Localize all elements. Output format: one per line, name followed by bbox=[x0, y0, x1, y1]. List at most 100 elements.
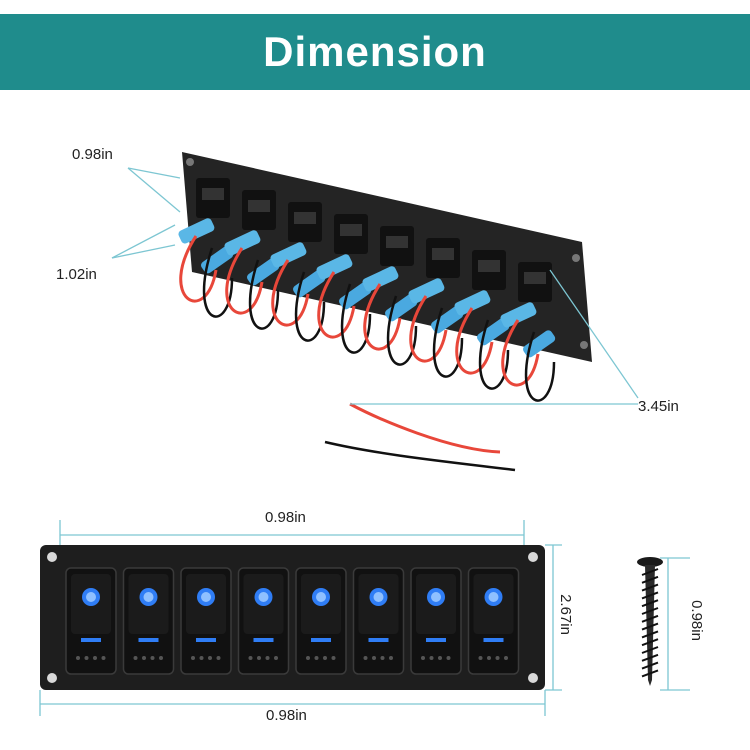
rocker-dot bbox=[478, 656, 483, 660]
blue-connector bbox=[293, 270, 326, 298]
blue-connector bbox=[477, 318, 510, 346]
blue-connector bbox=[247, 258, 280, 286]
rear-switch-row bbox=[178, 178, 556, 358]
rear-switch-terminal bbox=[524, 272, 546, 284]
black-wire bbox=[248, 259, 280, 330]
label-screw-length: 0.98in bbox=[687, 600, 705, 641]
rocker-dot bbox=[101, 656, 106, 660]
blue-connector bbox=[270, 242, 307, 268]
rear-switch-terminal bbox=[432, 248, 454, 260]
blue-connector bbox=[431, 306, 464, 334]
thread-line bbox=[641, 591, 659, 600]
thread-line bbox=[641, 653, 659, 662]
power-light-core bbox=[143, 592, 154, 602]
rocker-dot bbox=[331, 656, 336, 660]
power-light-core bbox=[86, 592, 96, 602]
red-wire bbox=[317, 271, 356, 339]
rear-switch-terminal bbox=[202, 188, 224, 200]
blue-connector bbox=[224, 230, 261, 256]
thread-line bbox=[641, 599, 659, 608]
thread-line bbox=[641, 622, 659, 631]
front-panel-view bbox=[39, 520, 562, 716]
blue-connector bbox=[500, 302, 537, 328]
rocker-dot bbox=[306, 656, 310, 660]
black-wire-lead bbox=[324, 440, 516, 472]
mount-hole bbox=[580, 341, 588, 349]
mount-hole bbox=[528, 552, 538, 562]
label-depth: 3.45in bbox=[638, 398, 679, 415]
mount-hole bbox=[528, 673, 538, 683]
thread-line bbox=[641, 568, 659, 576]
rocker-dot bbox=[363, 656, 368, 660]
screw-head bbox=[637, 557, 663, 567]
blue-connector bbox=[523, 330, 556, 358]
rocker-dot bbox=[159, 656, 163, 660]
blue-connector bbox=[316, 254, 353, 280]
label-top-height: 0.98in bbox=[72, 146, 113, 163]
blue-connector bbox=[362, 266, 399, 292]
rocker-dot bbox=[84, 656, 89, 660]
rocker-dot bbox=[438, 656, 442, 660]
label-fuse-length: 1.02in bbox=[56, 266, 97, 283]
rocker-dot bbox=[389, 656, 393, 660]
blue-connector bbox=[201, 246, 234, 274]
mount-hole bbox=[47, 673, 57, 683]
rocker-dot bbox=[495, 656, 500, 660]
rocker-dot bbox=[257, 656, 261, 660]
thread-line bbox=[641, 669, 659, 678]
indicator-bar bbox=[196, 638, 216, 642]
rocker-dot bbox=[446, 656, 451, 660]
rocker-dot bbox=[76, 656, 80, 660]
indicator-bar bbox=[368, 638, 389, 642]
power-light-core bbox=[316, 592, 326, 602]
mount-hole bbox=[572, 254, 580, 262]
power-light-core bbox=[258, 592, 269, 602]
rear-switch-terminal bbox=[478, 260, 500, 272]
black-wire bbox=[478, 319, 510, 390]
black-wire bbox=[294, 271, 326, 342]
power-light-core bbox=[373, 592, 384, 602]
red-wire bbox=[501, 319, 540, 387]
red-wire bbox=[225, 247, 264, 315]
indicator-bar bbox=[81, 638, 101, 642]
power-light-core bbox=[488, 592, 499, 602]
power-light-core bbox=[431, 592, 441, 602]
black-wire bbox=[432, 307, 464, 378]
indicator-bar bbox=[138, 638, 159, 642]
red-wire bbox=[271, 259, 310, 327]
red-wire bbox=[179, 235, 218, 303]
rocker-dot bbox=[274, 656, 278, 660]
rocker-dot bbox=[429, 656, 434, 660]
label-panel-height: 2.67in bbox=[556, 594, 574, 635]
indicator-bar bbox=[253, 638, 274, 642]
screw-threads bbox=[641, 568, 659, 678]
rear-switch-terminal bbox=[386, 236, 408, 248]
rocker-dot bbox=[150, 656, 155, 660]
back-panel-view bbox=[178, 152, 592, 472]
thread-line bbox=[641, 614, 659, 623]
rocker-dot bbox=[133, 656, 138, 660]
rocker-dot bbox=[248, 656, 253, 660]
blue-connector bbox=[339, 282, 372, 310]
blue-connector bbox=[408, 278, 445, 304]
power-light-core bbox=[201, 592, 211, 602]
top-dimension-lines bbox=[111, 167, 639, 405]
rocker-dot bbox=[504, 656, 508, 660]
mount-hole bbox=[47, 552, 57, 562]
black-wire bbox=[524, 331, 556, 402]
rocker-dot bbox=[142, 656, 146, 660]
rear-switch-terminal bbox=[294, 212, 316, 224]
indicator-bar bbox=[311, 638, 331, 642]
rocker-dot bbox=[487, 656, 491, 660]
rocker-dot bbox=[380, 656, 385, 660]
rocker-dot bbox=[93, 656, 97, 660]
red-wire bbox=[409, 295, 448, 363]
blue-connector bbox=[385, 294, 418, 322]
mount-hole bbox=[186, 158, 194, 166]
rocker-dot bbox=[199, 656, 204, 660]
rocker-dot bbox=[208, 656, 212, 660]
black-wire bbox=[386, 295, 418, 366]
thread-line bbox=[641, 630, 659, 639]
title-banner: Dimension bbox=[0, 14, 750, 90]
